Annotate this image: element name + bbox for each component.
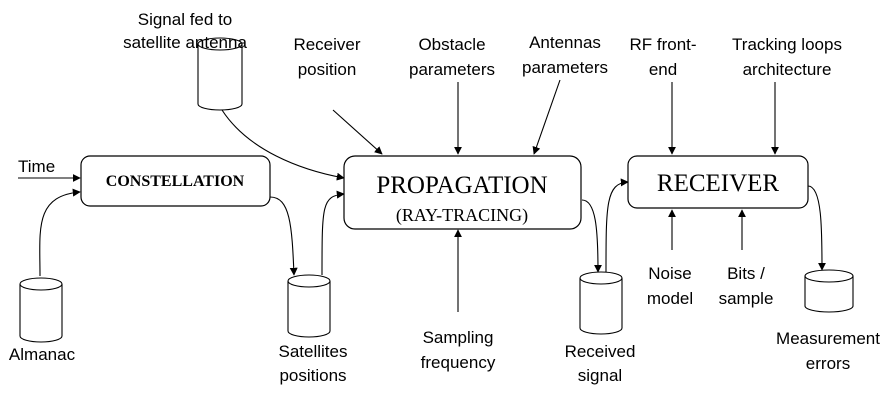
arrow-propagation-out [581, 199, 602, 273]
arrow-signal-fed [221, 109, 345, 181]
constellation-label: CONSTELLATION [106, 173, 245, 190]
signal-fed-db-icon [197, 37, 243, 111]
noise-model-label: Noise model [647, 264, 693, 308]
bits-line2: sample [719, 289, 774, 308]
arrow-received-in [605, 178, 629, 273]
signal-fed-label: Signal fed to satellite antenna [123, 10, 247, 52]
satpos-line1: Satellites [279, 342, 348, 361]
satellites-positions-db-icon [287, 274, 331, 338]
received-line2: signal [578, 366, 622, 385]
connectors [18, 79, 826, 312]
signal-fed-line1: Signal fed to [138, 10, 233, 29]
tracking-loops-label: Tracking loops architecture [732, 35, 842, 79]
arrow-antennas [532, 79, 561, 155]
receiver-block: RECEIVER [627, 155, 809, 209]
rf-front-end-label: RF front- end [629, 35, 696, 79]
antennas-parameters-label: Antennas parameters [522, 33, 608, 77]
measurement-line2: errors [806, 354, 850, 373]
received-signal-db-icon [579, 271, 623, 335]
obstacle-parameters-label: Obstacle parameters [409, 35, 495, 79]
rf-line2: end [649, 60, 677, 79]
received-signal-label: Received signal [565, 342, 636, 385]
measurement-errors-label: Measurement errors [776, 329, 880, 373]
signal-fed-line2: satellite antenna [123, 33, 247, 52]
noise-line2: model [647, 289, 693, 308]
constellation-block: CONSTELLATION [80, 155, 271, 207]
obstacle-line2: parameters [409, 60, 495, 79]
antennas-line1: Antennas [529, 33, 601, 52]
tracking-line2: architecture [743, 60, 832, 79]
measurement-errors-db-icon [804, 269, 854, 313]
sampling-line2: frequency [421, 353, 496, 372]
time-label: Time [18, 157, 55, 176]
sampling-line1: Sampling [423, 328, 494, 347]
receiver-label: RECEIVER [657, 170, 780, 197]
almanac-db-icon [19, 277, 63, 343]
noise-line1: Noise [648, 264, 691, 283]
arrow-constellation-out [269, 196, 298, 276]
received-line1: Received [565, 342, 636, 361]
receiver-position-line2: position [298, 60, 357, 79]
bits-line1: Bits / [727, 264, 765, 283]
antennas-line2: parameters [522, 58, 608, 77]
arrow-satpos-in [321, 190, 345, 276]
satpos-line2: positions [279, 366, 346, 385]
arrow-almanac [39, 188, 81, 277]
bits-sample-label: Bits / sample [719, 264, 774, 308]
receiver-position-label: Receiver position [293, 35, 360, 79]
almanac-label: Almanac [9, 345, 76, 364]
arrow-receiver-position [332, 109, 383, 155]
propagation-label: PROPAGATION [376, 172, 547, 199]
satellites-positions-label: Satellites positions [279, 342, 348, 385]
ray-tracing-label: (RAY-TRACING) [396, 205, 528, 226]
arrow-receiver-out [807, 185, 826, 271]
tracking-line1: Tracking loops [732, 35, 842, 54]
obstacle-line1: Obstacle [418, 35, 485, 54]
measurement-line1: Measurement [776, 329, 880, 348]
propagation-block: PROPAGATION (RAY-TRACING) [343, 155, 582, 230]
receiver-position-line1: Receiver [293, 35, 360, 54]
sampling-frequency-label: Sampling frequency [421, 328, 496, 372]
rf-line1: RF front- [629, 35, 696, 54]
